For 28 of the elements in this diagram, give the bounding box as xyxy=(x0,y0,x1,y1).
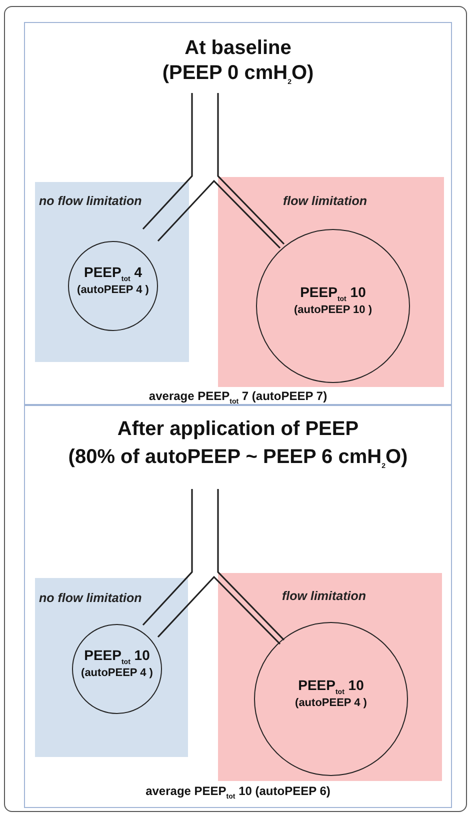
autopeep-value: (autoPEEP 4 ) xyxy=(295,697,367,710)
pressure-value: PEEP$_{tot}$ 10 xyxy=(297,676,365,696)
region-label: no flow limitation xyxy=(39,194,142,208)
autopeep-value: (autoPEEP 4 ) xyxy=(77,284,149,296)
panel-heading: After application of PEEP xyxy=(116,418,360,441)
panel xyxy=(24,405,452,808)
alveolus-circle xyxy=(68,241,158,331)
pressure-value: PEEP$_{tot}$ 10 xyxy=(299,284,367,302)
panel xyxy=(24,22,452,405)
lung-region xyxy=(218,177,444,387)
alveolus-circle xyxy=(254,622,408,776)
alveolus-circle xyxy=(256,229,410,383)
lung-region xyxy=(35,182,189,362)
autopeep-value: (autoPEEP 10 ) xyxy=(294,304,372,316)
pressure-value: PEEP$_{tot}$ 4 xyxy=(83,264,143,282)
lung-region xyxy=(35,578,188,757)
panel-heading: (PEEP 0 cmH$_{2}$O) xyxy=(161,62,315,86)
summary-text: average PEEP$_{tot}$ 7 (autoPEEP 7) xyxy=(148,389,328,406)
alveolus-circle xyxy=(72,624,162,714)
lung-region xyxy=(218,573,442,781)
pressure-value: PEEP$_{tot}$ 10 xyxy=(83,646,151,666)
region-label: flow limitation xyxy=(282,589,366,603)
panel-heading: At baseline xyxy=(184,37,292,60)
region-label: flow limitation xyxy=(283,194,368,208)
region-label: no flow limitation xyxy=(39,591,142,605)
summary-text: average PEEP$_{tot}$ 10 (autoPEEP 6) xyxy=(144,784,332,800)
autopeep-value: (autoPEEP 4 ) xyxy=(81,667,153,680)
panel-heading: (80% of autoPEEP ~ PEEP 6 cmH$_{2}$O) xyxy=(67,446,409,470)
